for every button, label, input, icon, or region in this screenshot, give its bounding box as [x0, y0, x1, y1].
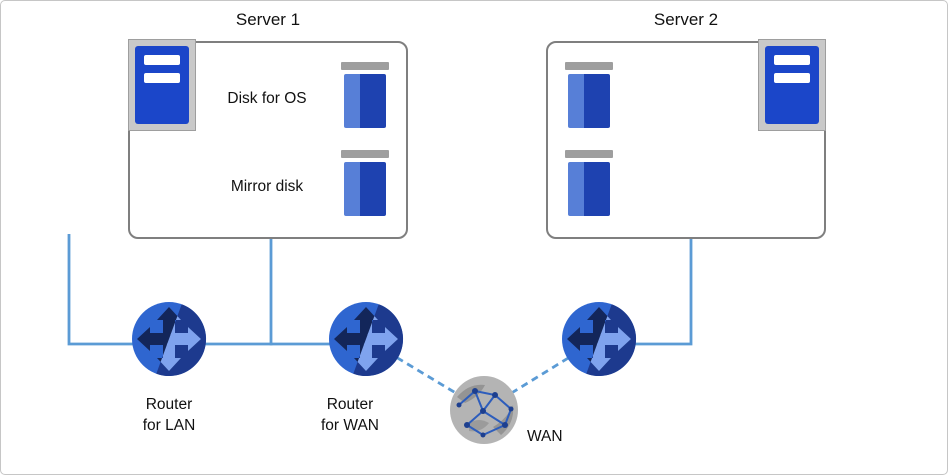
server1-title: Server 1	[235, 10, 301, 29]
mirror-disk-icon	[565, 150, 613, 216]
server-bar	[144, 55, 180, 65]
disk-cap	[341, 62, 389, 70]
router-wan-label-line1: Router	[326, 396, 374, 413]
mirror-disk-icon	[341, 150, 389, 216]
wan-label: WAN	[527, 428, 563, 445]
router-remote-icon	[562, 302, 637, 377]
router-wan-label-line2: for WAN	[321, 417, 379, 434]
server-bar	[774, 73, 810, 83]
router-lan-label: Router for LAN	[114, 394, 224, 436]
server-tower-body	[765, 46, 819, 124]
router-wan-icon	[329, 302, 404, 377]
server-tower-body	[135, 46, 189, 124]
lan-line-left	[67, 234, 367, 346]
disk-os-icon	[341, 62, 389, 128]
disk-cap	[565, 150, 613, 158]
server-bar	[774, 55, 810, 65]
server1-box: Disk for OS Mirror disk	[128, 41, 408, 239]
router-lan-label-line2: for LAN	[142, 417, 196, 434]
disk-body	[344, 74, 386, 128]
router-wan-label: Router for WAN	[295, 394, 405, 436]
server-tower-icon	[128, 39, 196, 131]
disk-body	[344, 162, 386, 216]
disk-cap	[341, 150, 389, 158]
wan-globe-icon	[450, 376, 518, 444]
server-bar	[144, 73, 180, 83]
disk-os-icon	[565, 62, 613, 128]
server2-title: Server 2	[653, 10, 719, 29]
disk-body	[568, 162, 610, 216]
disk-os-label: Disk for OS	[227, 90, 307, 107]
disk-body	[568, 74, 610, 128]
router-lan-icon	[132, 302, 207, 377]
server-tower-icon	[758, 39, 826, 131]
router-lan-label-line1: Router	[145, 396, 193, 413]
disk-cap	[565, 62, 613, 70]
mirror-disk-label: Mirror disk	[230, 178, 304, 195]
